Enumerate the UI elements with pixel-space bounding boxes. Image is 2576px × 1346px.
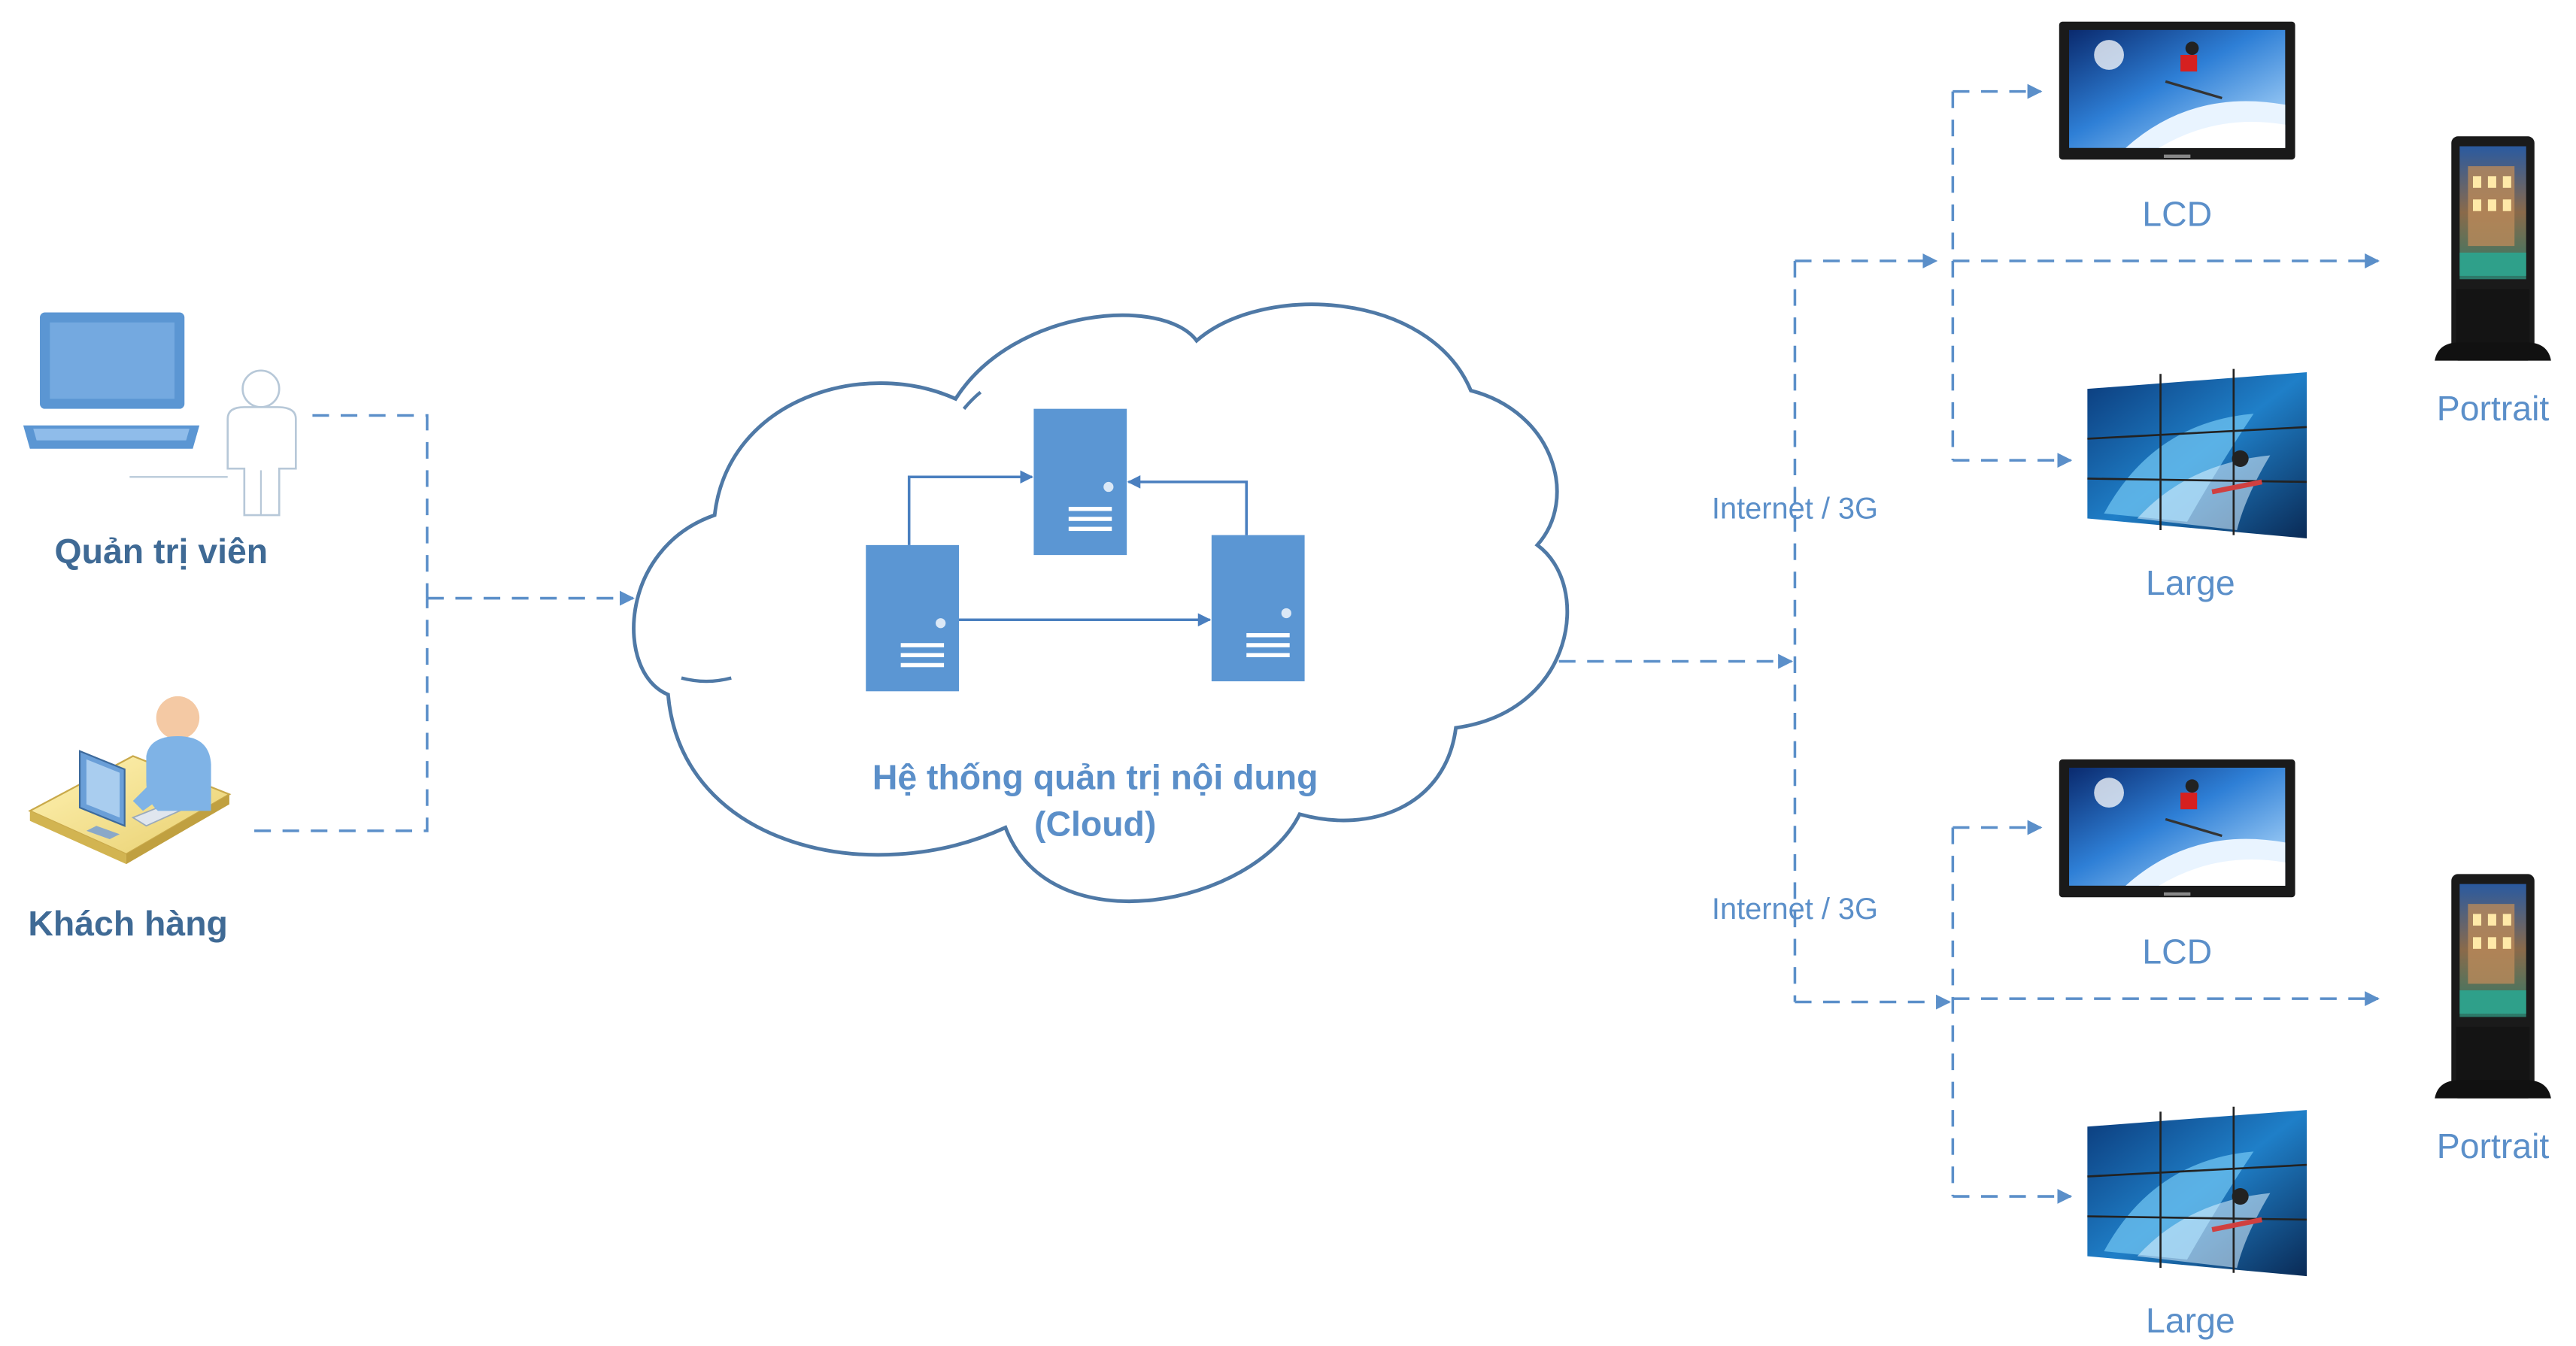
device-label-large: Large [2146,563,2235,602]
device-label-large: Large [2146,1301,2235,1340]
actor-connectors [254,414,635,832]
cloud-label-line1: Hệ thống quản trị nội dung [872,758,1318,797]
customer-workstation-icon [28,696,232,865]
admin-laptop-user-icon [23,312,297,517]
admin-label: Quản trị viên [55,532,269,571]
device-label-lcd: LCD [2142,195,2212,234]
video-wall-icon [2087,369,2307,538]
network-label: Internet / 3G [1712,893,1878,926]
cloud-shape [632,302,1570,904]
cloud-inner-arcs [681,390,982,684]
device-label-lcd: LCD [2142,932,2212,972]
lcd-tv-icon [2058,758,2297,899]
network-label: Internet / 3G [1712,493,1878,526]
cloud-label-line2: (Cloud) [1034,805,1156,844]
portrait-kiosk-icon [2435,136,2551,361]
server-icon [1211,535,1305,682]
distribution-connectors [1558,83,2380,1204]
video-wall-icon [2087,1107,2307,1276]
device-label-portrait: Portrait [2437,389,2550,428]
customer-label: Khách hàng [28,904,227,943]
device-label-portrait: Portrait [2437,1126,2550,1166]
server-icon [1033,408,1127,556]
server-links [907,470,1249,627]
lcd-tv-icon [2058,20,2297,161]
portrait-kiosk-icon [2435,874,2551,1099]
server-icon [866,544,959,692]
